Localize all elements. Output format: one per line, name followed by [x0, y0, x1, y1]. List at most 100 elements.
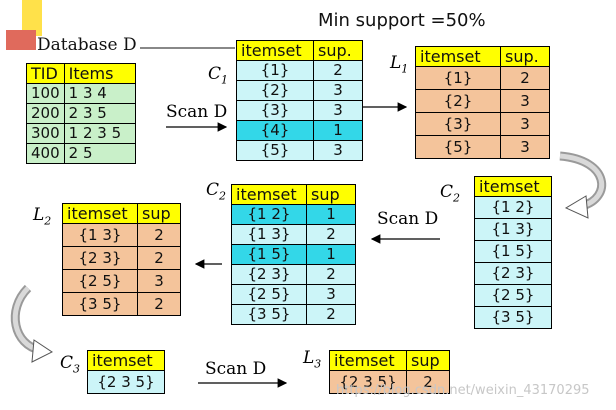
- table-row: {2}3: [236, 80, 363, 101]
- table-cell: {1 5}: [231, 244, 307, 265]
- table-cell: 2: [306, 304, 356, 325]
- column-header: sup.: [313, 40, 363, 61]
- table-row: {1 5}: [474, 240, 552, 263]
- column-header: itemset: [62, 203, 138, 224]
- label-letter: C: [60, 353, 74, 373]
- table-header-row: itemset sup: [231, 184, 356, 205]
- column-header: sup: [137, 203, 181, 224]
- table-cell: 100: [26, 83, 65, 104]
- table-cell: 1 3 4: [63, 83, 136, 104]
- table-cell: {1}: [236, 60, 314, 81]
- table-cell: 300: [26, 123, 65, 144]
- c3-label: C3: [60, 353, 80, 375]
- label-subscript: 1: [221, 73, 229, 87]
- table-cell: {3 5}: [474, 306, 552, 329]
- table-cell: 1: [313, 120, 363, 141]
- l1-table: itemset sup. {1}2 {2}3 {3}3 {5}3: [415, 46, 550, 159]
- table-row: {2 3 5}2: [329, 370, 450, 394]
- table-header-row: itemset: [474, 176, 552, 197]
- table-row: {2 3}2: [231, 264, 356, 285]
- column-header: itemset: [474, 176, 552, 197]
- column-header: itemset: [231, 184, 307, 205]
- table-cell: 2: [137, 292, 181, 316]
- c2-counted-table: itemset sup {1 2}1 {1 3}2 {1 5}1 {2 3}2 …: [231, 184, 356, 325]
- label-letter: C: [206, 180, 220, 200]
- table-header-row: itemset sup.: [236, 40, 363, 61]
- table-cell: 3: [313, 140, 363, 161]
- table-row: {5}3: [415, 135, 550, 159]
- column-header: Items: [63, 63, 136, 84]
- label-subscript: 2: [44, 214, 52, 228]
- c3-table: itemset {2 3 5}: [87, 350, 165, 394]
- table-row: {1 3}: [474, 218, 552, 241]
- scan-d-label-2: Scan D: [377, 209, 439, 229]
- table-row-pruned: {4}1: [236, 120, 363, 141]
- table-row: {2}3: [415, 89, 550, 113]
- table-row: {1 2}: [474, 196, 552, 219]
- table-cell: 2: [306, 224, 356, 245]
- c2-counted-label: C2: [206, 180, 226, 202]
- table-row: {2 5}3: [231, 284, 356, 305]
- header-rule: [140, 47, 235, 49]
- table-row: {1 3}2: [231, 224, 356, 245]
- table-cell: {2}: [236, 80, 314, 101]
- table-cell: 400: [26, 143, 65, 164]
- table-cell: 3: [306, 284, 356, 305]
- label-letter: C: [208, 64, 222, 84]
- table-header-row: itemset: [87, 350, 165, 371]
- table-cell: 1: [306, 244, 356, 265]
- table-row: {2 3 5}: [87, 370, 165, 394]
- table-header-row: itemset sup.: [415, 46, 550, 67]
- curved-arrow-l1-to-c2: [559, 151, 607, 219]
- l3-table: itemset sup {2 3 5}2: [329, 350, 450, 394]
- label-letter: C: [440, 182, 454, 202]
- table-cell: {2 3}: [231, 264, 307, 285]
- table-row: {3 5}: [474, 306, 552, 329]
- label-subscript: 1: [401, 62, 409, 76]
- table-cell: 3: [500, 89, 550, 113]
- table-cell: 1: [306, 204, 356, 225]
- l2-label: L2: [33, 205, 51, 227]
- table-cell: 3: [313, 80, 363, 101]
- table-cell: {2 3}: [474, 262, 552, 285]
- table-cell: {2 3 5}: [329, 370, 407, 394]
- table-cell: 2: [137, 246, 181, 270]
- scan-d-label-3: Scan D: [205, 359, 267, 379]
- label-subscript: 2: [219, 189, 227, 203]
- table-cell: {1 3}: [62, 223, 138, 247]
- table-cell: {1 5}: [474, 240, 552, 263]
- label-subscript: 3: [73, 362, 81, 376]
- label-subscript: 2: [453, 191, 461, 205]
- corner-decoration-red: [6, 30, 36, 50]
- curved-arrow-l2-to-c3: [10, 284, 53, 363]
- table-cell: 3: [500, 112, 550, 136]
- c2-candidates-label: C2: [440, 182, 460, 204]
- column-header: itemset: [236, 40, 314, 61]
- table-cell: 1 2 3 5: [63, 123, 136, 144]
- scan-d-label-1: Scan D: [166, 102, 228, 122]
- table-cell: {1 3}: [231, 224, 307, 245]
- table-cell: 2 5: [63, 143, 136, 164]
- c1-label: C1: [208, 64, 228, 86]
- label-letter: L: [33, 205, 45, 225]
- table-cell: {3 5}: [231, 304, 307, 325]
- table-cell: 2: [313, 60, 363, 81]
- column-header: itemset: [87, 350, 165, 371]
- table-cell: 2: [306, 264, 356, 285]
- table-row: {3 5}2: [62, 292, 181, 316]
- table-cell: {3}: [415, 112, 501, 136]
- table-row: {5}3: [236, 140, 363, 161]
- table-cell: 3: [500, 135, 550, 159]
- table-cell: 2: [137, 223, 181, 247]
- table-row: {1}2: [236, 60, 363, 81]
- table-cell: 3: [313, 100, 363, 121]
- table-cell: {2 5}: [62, 269, 138, 293]
- label-letter: L: [390, 53, 402, 73]
- l3-label: L3: [303, 348, 321, 370]
- table-row: {1}2: [415, 66, 550, 90]
- table-cell: 2 3 5: [63, 103, 136, 124]
